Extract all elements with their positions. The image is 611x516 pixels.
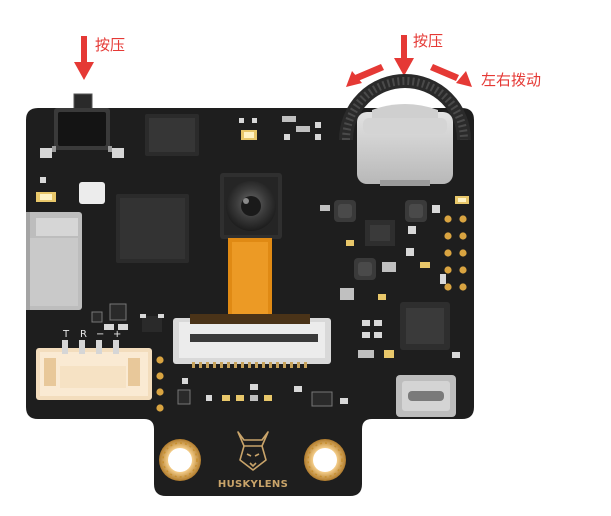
mount-hole-right: [304, 439, 346, 481]
left-bottom-parts: [91, 303, 164, 332]
top-arrow-icon: [394, 35, 414, 76]
usb-port: [396, 375, 456, 417]
svg-text:R: R: [80, 329, 87, 340]
gpio-pads: [444, 215, 467, 291]
svg-text:−: −: [96, 329, 104, 340]
svg-text:T: T: [62, 329, 70, 340]
right-components: [320, 196, 469, 358]
card-slot: [26, 212, 82, 310]
left-press-label: 按压: [95, 36, 125, 54]
fpc-connector: [173, 314, 331, 368]
mount-hole-left: [159, 439, 201, 481]
uart-connector: [36, 340, 152, 400]
connector-pads: [156, 356, 164, 412]
camera-ribbon: [228, 238, 272, 318]
dial-press-label: 按压: [413, 32, 443, 50]
brand-label: HUSKYLENS: [218, 479, 288, 490]
dial-left-arrow-icon: [346, 64, 384, 87]
dial-turn-label: 左右拨动: [481, 71, 541, 89]
left-arrow-icon: [74, 36, 94, 80]
left-smd-parts: [36, 177, 105, 204]
bottom-smd-parts: [177, 378, 348, 407]
husky-head-icon: [237, 431, 269, 471]
main-ic-chip: [116, 194, 189, 263]
top-ic-chip: [145, 114, 199, 156]
camera-module: [220, 173, 282, 239]
dial-knob[interactable]: [339, 74, 471, 186]
push-button[interactable]: [40, 93, 124, 158]
pin-labels: T R − +: [62, 329, 121, 340]
dial-right-arrow-icon: [430, 64, 472, 87]
top-smd-parts: [239, 116, 321, 140]
svg-text:+: +: [113, 329, 121, 340]
